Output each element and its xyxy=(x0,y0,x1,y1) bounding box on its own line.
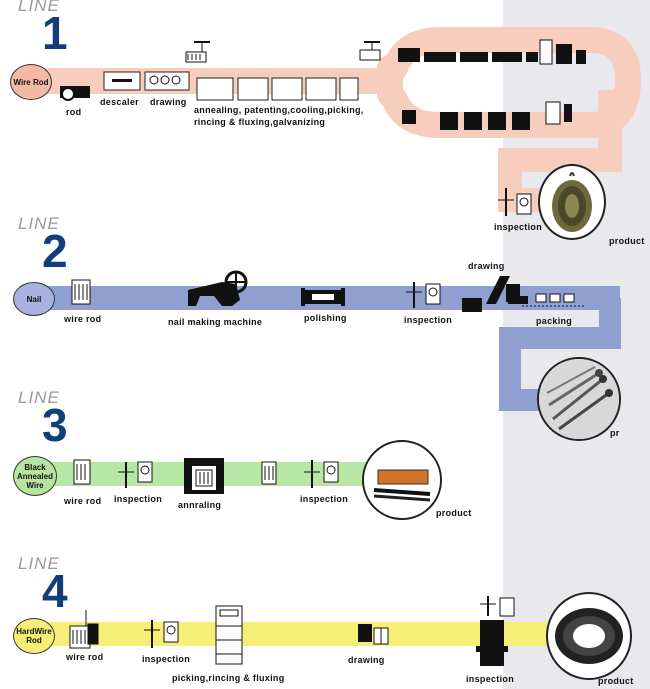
line3-word: LINE xyxy=(18,388,60,407)
line2-start-label: Nail xyxy=(26,294,42,304)
galvanizing-line-top-icon xyxy=(398,39,586,65)
hard-wire-coil-icon xyxy=(555,608,623,664)
line3-number: 3 xyxy=(42,399,68,451)
line4-start-circle: HardWire Rod xyxy=(13,618,55,654)
wire-rod-coil-icon xyxy=(69,610,99,649)
line4-product-circle xyxy=(546,592,632,680)
annealing-furnace-icon xyxy=(184,458,224,494)
inspection-stand-icon xyxy=(406,282,441,308)
line1-word: LINE xyxy=(18,0,60,15)
line4-label-inspection-1: inspection xyxy=(142,654,191,664)
line1-product-circle xyxy=(538,164,606,240)
inspection-stand-icon-2 xyxy=(304,460,339,488)
inspection-stand-icon xyxy=(498,188,532,216)
annealing-tanks-icon xyxy=(196,77,359,101)
inspection-stand-icon xyxy=(118,461,153,488)
line2-label-product: pr xyxy=(610,428,620,438)
line3-label-wire-rod: wire rod xyxy=(64,496,102,506)
line1-label-descaler: descaler xyxy=(100,97,139,107)
nail-making-machine-icon xyxy=(188,270,248,306)
line2-label-polishing: polishing xyxy=(304,313,347,323)
line4-start-label: HardWire Rod xyxy=(16,627,52,645)
line1-label-drawing: drawing xyxy=(150,97,187,107)
line1-label-annealing-1: annealing, patenting,cooling,picking, xyxy=(194,105,364,115)
line2-label-drawing: drawing xyxy=(468,261,505,271)
line3-product-circle xyxy=(362,440,442,520)
pickling-tower-icon xyxy=(215,605,243,665)
line4-word: LINE xyxy=(18,554,60,573)
crane-icon-2 xyxy=(359,41,381,61)
line3-start-circle: Black Annealed Wire xyxy=(13,456,57,496)
line2-label-wire-rod: wire rod xyxy=(64,314,102,324)
line1-band-loop xyxy=(377,27,641,138)
line1-start-label: Wire Rod xyxy=(13,77,49,87)
nails-icon xyxy=(539,359,619,439)
line2-word: LINE xyxy=(18,214,60,233)
line2-label-packing: packing xyxy=(536,316,573,326)
line3-label-product: product xyxy=(436,508,472,518)
line4-label-picking: picking,rincing & fluxing xyxy=(172,673,285,683)
drawing-machine-icon xyxy=(358,624,389,645)
line3-label-inspection-1: inspection xyxy=(114,494,163,504)
line2-number: 2 xyxy=(42,225,68,277)
line2-band-down xyxy=(499,298,621,411)
wire-rod-coil-icon-2 xyxy=(261,461,277,485)
wire-rod-coil-icon xyxy=(73,459,91,485)
line4-label-inspection-2: inspection xyxy=(466,674,515,684)
polishing-drum-icon xyxy=(301,288,345,306)
line4-label-product: product xyxy=(598,676,634,686)
crane-icon xyxy=(185,41,210,63)
drawing-machine-icon xyxy=(462,276,528,312)
wire-rod-coil-icon xyxy=(71,279,91,305)
line3-label-inspection-2: inspection xyxy=(300,494,349,504)
line3-label-annealing: annraling xyxy=(178,500,222,510)
galvanizing-line-bottom-icon xyxy=(402,101,572,130)
line4-number: 4 xyxy=(42,565,68,617)
line3-start-label: Black Annealed Wire xyxy=(16,462,53,490)
line2-start-circle: Nail xyxy=(13,282,55,316)
annealed-wire-bundle-icon xyxy=(373,469,431,502)
wire-coil-icon xyxy=(552,172,592,232)
inspection-stand-icon xyxy=(144,620,179,648)
line4-label-wire-rod: wire rod xyxy=(66,652,104,662)
line2-label-inspection: inspection xyxy=(404,315,453,325)
line2-label-nail-machine: nail making machine xyxy=(168,317,263,327)
line4-label-drawing: drawing xyxy=(348,655,385,665)
line1-label-inspection: inspection xyxy=(494,222,543,232)
packing-conveyor-icon xyxy=(522,293,584,307)
line1-label-rod: rod xyxy=(66,107,82,117)
line1-number: 1 xyxy=(42,7,68,59)
line1-start-circle: Wire Rod xyxy=(10,64,52,100)
inspection-press-icon xyxy=(476,596,515,666)
line1-label-annealing-2: rincing & fluxing,galvanizing xyxy=(194,117,326,127)
line1-label-product: product xyxy=(609,236,645,246)
line2-product-circle xyxy=(537,357,621,441)
